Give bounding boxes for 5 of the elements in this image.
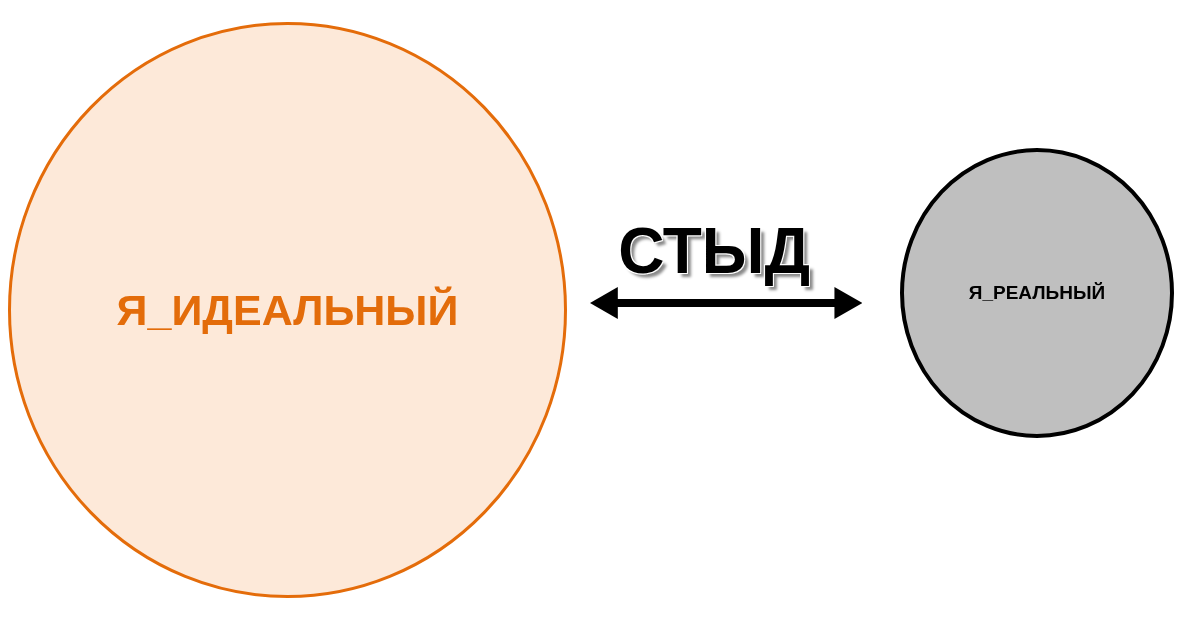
circle-node xyxy=(900,148,1174,438)
circle-node xyxy=(8,22,567,598)
double-arrow xyxy=(589,289,863,317)
node-label: Я_РЕАЛЬНЫЙ xyxy=(968,282,1106,304)
node-label: Я_ИДЕАЛЬНЫЙ xyxy=(116,285,459,335)
